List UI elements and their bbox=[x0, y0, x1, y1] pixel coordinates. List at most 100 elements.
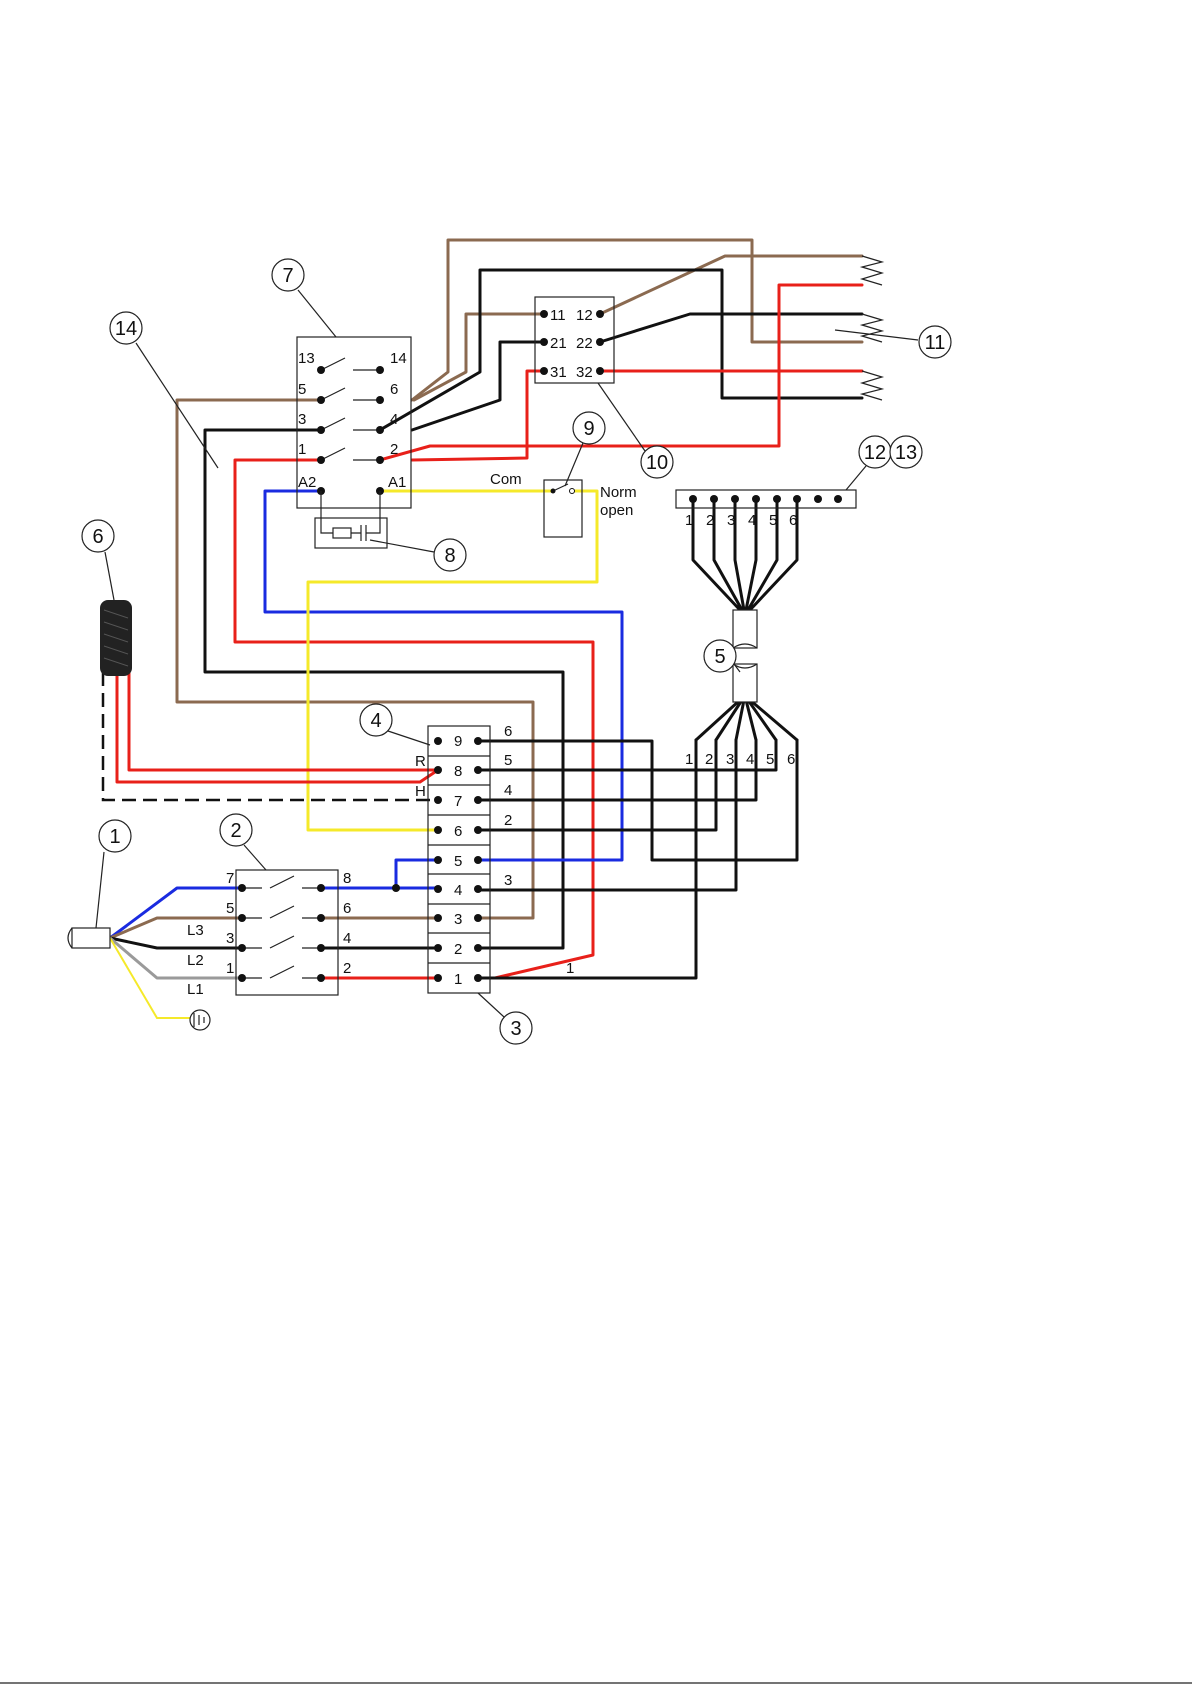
ms-t6: 6 bbox=[343, 900, 351, 917]
heater-coil-top bbox=[862, 256, 882, 285]
callout-9: 9 bbox=[565, 412, 605, 486]
svg-text:12: 12 bbox=[864, 442, 886, 464]
connector-pin2: 2 bbox=[706, 512, 714, 529]
tb-label-9: 9 bbox=[454, 733, 462, 750]
terminal-block: 9 8 7 6 5 4 3 2 1 R H 6 5 4 2 3 1 bbox=[392, 723, 574, 993]
svg-text:14: 14 bbox=[115, 318, 137, 340]
svg-text:6: 6 bbox=[92, 526, 103, 548]
cable-core3: 3 bbox=[726, 751, 734, 768]
tb-wire-1: 1 bbox=[566, 960, 574, 977]
main-switch-contacts bbox=[242, 876, 321, 978]
contactor-t13: 13 bbox=[298, 350, 315, 367]
ms-t2: 2 bbox=[343, 960, 351, 977]
ms-l3: L3 bbox=[187, 922, 204, 939]
wire-black-aux21 bbox=[380, 270, 862, 430]
ms-t1: 1 bbox=[226, 960, 234, 977]
suppressor-leads bbox=[321, 491, 380, 533]
cable-core6: 6 bbox=[787, 751, 795, 768]
contactor-t3: 3 bbox=[298, 411, 306, 428]
tb-wire-2: 2 bbox=[504, 812, 512, 829]
ms-t7: 7 bbox=[226, 870, 234, 887]
aux-t12: 12 bbox=[576, 307, 593, 324]
aux-t22: 22 bbox=[576, 335, 593, 352]
svg-text:5: 5 bbox=[714, 646, 725, 668]
contactor-t14: 14 bbox=[390, 350, 407, 367]
earth-icon bbox=[190, 1010, 210, 1030]
wire-brown-l3 bbox=[110, 918, 242, 938]
ms-t8: 8 bbox=[343, 870, 351, 887]
callout-14: 14 bbox=[110, 312, 218, 468]
contactor: 13 14 5 6 3 4 1 2 A2 A1 bbox=[297, 337, 411, 508]
callout-1: 1 bbox=[96, 820, 131, 928]
thermostat: Com Norm open bbox=[490, 471, 637, 537]
tb-wire-5: 5 bbox=[504, 752, 512, 769]
connector-strip: 1 2 3 4 5 6 bbox=[676, 490, 856, 529]
contactor-switches bbox=[321, 358, 380, 460]
callout-4: 4 bbox=[360, 704, 430, 745]
aux-t32: 32 bbox=[576, 364, 593, 381]
heater-coil-middle bbox=[862, 314, 882, 342]
tb-side-r: R bbox=[415, 753, 426, 770]
tb-side-h: H bbox=[415, 783, 426, 800]
callout-10: 10 bbox=[598, 383, 673, 478]
callout-13: 13 bbox=[890, 436, 922, 468]
tb-label-6: 6 bbox=[454, 823, 462, 840]
callout-2: 2 bbox=[220, 814, 266, 870]
contactor-ta1: A1 bbox=[388, 474, 406, 491]
contactor-t1: 1 bbox=[298, 441, 306, 458]
tb-label-4: 4 bbox=[454, 882, 462, 899]
connector-pin1: 1 bbox=[685, 512, 693, 529]
callout-11: 11 bbox=[919, 326, 951, 358]
tb-label-3: 3 bbox=[454, 911, 462, 928]
contactor-ta2: A2 bbox=[298, 474, 316, 491]
svg-text:1: 1 bbox=[109, 826, 120, 848]
contactor-t6: 6 bbox=[390, 381, 398, 398]
tb-label-1: 1 bbox=[454, 971, 462, 988]
tb-wire-4: 4 bbox=[504, 782, 512, 799]
cable-sheath-lower bbox=[733, 664, 757, 702]
svg-text:4: 4 bbox=[370, 710, 381, 732]
svg-text:7: 7 bbox=[282, 265, 293, 287]
tb-label-2: 2 bbox=[454, 941, 462, 958]
contactor-t5: 5 bbox=[298, 381, 306, 398]
callouts: 1 2 3 4 5 6 7 bbox=[82, 259, 951, 1044]
heater-coil-bottom bbox=[862, 371, 882, 400]
callout-7: 7 bbox=[272, 259, 336, 337]
wire-black-aux22 bbox=[600, 314, 862, 342]
thermostat-box bbox=[544, 480, 582, 537]
ms-t4: 4 bbox=[343, 930, 351, 947]
svg-text:11: 11 bbox=[925, 332, 946, 354]
main-switch-dots bbox=[238, 884, 325, 982]
callout-3: 3 bbox=[478, 993, 532, 1044]
heater-leader bbox=[835, 330, 918, 340]
cable-core2: 2 bbox=[705, 751, 713, 768]
aux-t11: 11 bbox=[550, 307, 566, 324]
thermostat-open: open bbox=[600, 502, 633, 519]
cable: 1 2 3 4 5 6 bbox=[685, 610, 795, 768]
tb-wire-6: 6 bbox=[504, 723, 512, 740]
connector-pin3: 3 bbox=[727, 512, 735, 529]
sensor bbox=[100, 600, 132, 676]
svg-text:13: 13 bbox=[895, 442, 917, 464]
wire-black-l2 bbox=[110, 938, 242, 948]
suppressor-capacitor bbox=[351, 525, 368, 541]
thermostat-com: Com bbox=[490, 471, 522, 488]
connector-pin6: 6 bbox=[789, 512, 797, 529]
callout-8: 8 bbox=[370, 539, 466, 571]
suppressor-resistor bbox=[333, 528, 351, 538]
wire-black-t6 bbox=[478, 740, 716, 830]
connector-pin5: 5 bbox=[769, 512, 777, 529]
tb-wire-3: 3 bbox=[504, 872, 512, 889]
tb-label-5: 5 bbox=[454, 853, 462, 870]
callout-12: 12 bbox=[846, 436, 891, 490]
tb-label-7: 7 bbox=[454, 793, 462, 810]
contactor-t2: 2 bbox=[390, 441, 398, 458]
suppressor bbox=[315, 491, 387, 548]
thermostat-norm: Norm bbox=[600, 484, 637, 501]
ms-l2: L2 bbox=[187, 952, 204, 969]
connector-box bbox=[676, 490, 856, 508]
contactor-t4: 4 bbox=[390, 411, 398, 428]
cable-core5: 5 bbox=[766, 751, 774, 768]
